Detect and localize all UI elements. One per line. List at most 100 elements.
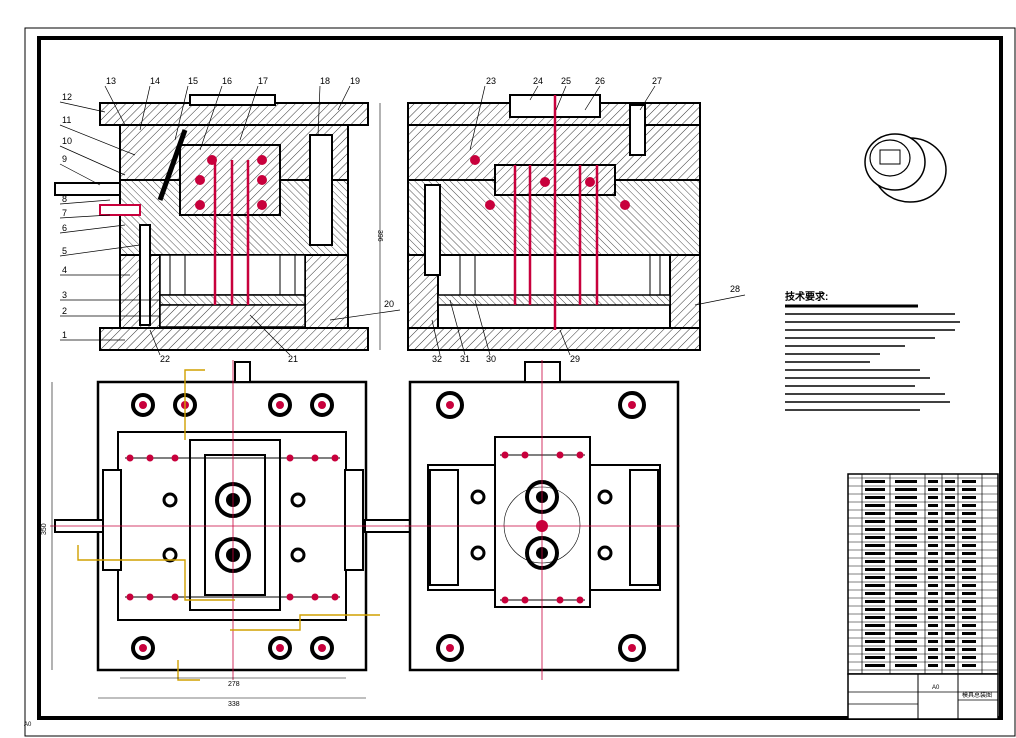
part-label-15: 15: [188, 76, 198, 86]
parts-row-text: [895, 640, 917, 643]
parts-row-text: [865, 536, 885, 539]
parts-row-text: [962, 488, 976, 491]
parts-row-text: [945, 616, 955, 619]
parts-row-text: [895, 536, 917, 539]
parts-row-text: [895, 504, 917, 507]
part-label-30: 30: [486, 354, 496, 364]
parts-row-text: [945, 536, 955, 539]
parts-row-text: [928, 576, 938, 579]
parts-row-text: [865, 568, 885, 571]
part-isometric: [864, 133, 947, 203]
front-section-left: [54, 94, 381, 351]
parts-row-text: [865, 640, 885, 643]
parts-row-text: [928, 488, 938, 491]
part-label-24: 24: [533, 76, 543, 86]
parts-row-text: [945, 584, 955, 587]
part-label-16: 16: [222, 76, 232, 86]
parts-row-text: [945, 608, 955, 611]
callouts-right: 23 24 25 26 27 28 29 30 31 32: [431, 76, 746, 364]
parts-row-text: [865, 600, 885, 603]
parts-row-text: [895, 544, 917, 547]
title-block: A0 模具总装图: [847, 673, 999, 720]
part-label-20: 20: [384, 299, 394, 309]
parts-row-text: [945, 648, 955, 651]
parts-row-text: [895, 568, 917, 571]
part-label-18: 18: [320, 76, 330, 86]
parts-row-text: [928, 544, 938, 547]
parts-row-text: [895, 616, 917, 619]
parts-row-text: [895, 520, 917, 523]
parts-row-text: [865, 480, 885, 483]
part-label-10: 10: [62, 136, 72, 146]
parts-row-text: [865, 560, 885, 563]
parts-row-text: [865, 656, 885, 659]
part-label-3: 3: [62, 290, 67, 300]
parts-row-text: [895, 488, 917, 491]
parts-row-text: [928, 616, 938, 619]
parts-row-text: [928, 512, 938, 515]
parts-row-text: [945, 528, 955, 531]
parts-row-text: [945, 480, 955, 483]
part-label-28: 28: [730, 284, 740, 294]
parts-row-text: [962, 504, 976, 507]
parts-row-text: [928, 664, 938, 667]
part-label-31: 31: [460, 354, 470, 364]
parts-row-text: [962, 496, 976, 499]
parts-row-text: [895, 584, 917, 587]
parts-row-text: [928, 504, 938, 507]
sheet-size-label: A0: [24, 722, 32, 728]
parts-row-text: [865, 632, 885, 635]
part-label-5: 5: [62, 246, 67, 256]
parts-row-text: [895, 480, 917, 483]
part-label-19: 19: [350, 76, 360, 86]
parts-row-text: [895, 656, 917, 659]
parts-row-text: [928, 592, 938, 595]
parts-row-text: [962, 640, 976, 643]
parts-row-text: [928, 552, 938, 555]
part-label-23: 23: [486, 76, 496, 86]
part-label-2: 2: [62, 306, 67, 316]
parts-row-text: [865, 496, 885, 499]
parts-row-text: [895, 528, 917, 531]
parts-row-text: [865, 592, 885, 595]
parts-row-text: [895, 560, 917, 563]
parts-row-text: [945, 544, 955, 547]
inner-frame: [37, 36, 1003, 720]
parts-row-text: [928, 528, 938, 531]
part-label-8: 8: [62, 194, 67, 204]
parts-row-text: [945, 504, 955, 507]
dim-plan-width-inner: 278: [228, 681, 240, 688]
parts-row-text: [945, 520, 955, 523]
parts-row-text: [895, 600, 917, 603]
parts-row-text: [865, 624, 885, 627]
part-label-11: 11: [62, 115, 71, 125]
part-label-13: 13: [106, 76, 116, 86]
part-label-14: 14: [150, 76, 160, 86]
parts-row-text: [945, 568, 955, 571]
parts-row-text: [928, 624, 938, 627]
parts-row-text: [962, 616, 976, 619]
parts-row-text: [962, 584, 976, 587]
parts-row-text: [895, 552, 917, 555]
part-label-27: 27: [652, 76, 662, 86]
parts-row-text: [962, 528, 976, 531]
parts-row-text: [865, 584, 885, 587]
parts-row-text: [928, 560, 938, 563]
parts-row-text: [928, 496, 938, 499]
parts-row-text: [962, 480, 976, 483]
plan-view-right: [405, 360, 680, 680]
part-label-7: 7: [62, 208, 67, 218]
callouts-left: 1 2 3 4 5 6 7 8 9 10 11 12 13 14 15 16 1…: [59, 76, 401, 364]
tech-requirements: 技术要求:: [785, 290, 960, 411]
part-label-25: 25: [561, 76, 571, 86]
part-label-29: 29: [570, 354, 580, 364]
parts-row-text: [945, 592, 955, 595]
parts-row-text: [928, 536, 938, 539]
parts-row-text: [962, 624, 976, 627]
tech-requirements-heading: 技术要求:: [785, 290, 828, 303]
title-block-sheet: A0: [932, 685, 940, 691]
parts-row-text: [945, 656, 955, 659]
parts-row-text: [962, 600, 976, 603]
parts-row-text: [865, 648, 885, 651]
